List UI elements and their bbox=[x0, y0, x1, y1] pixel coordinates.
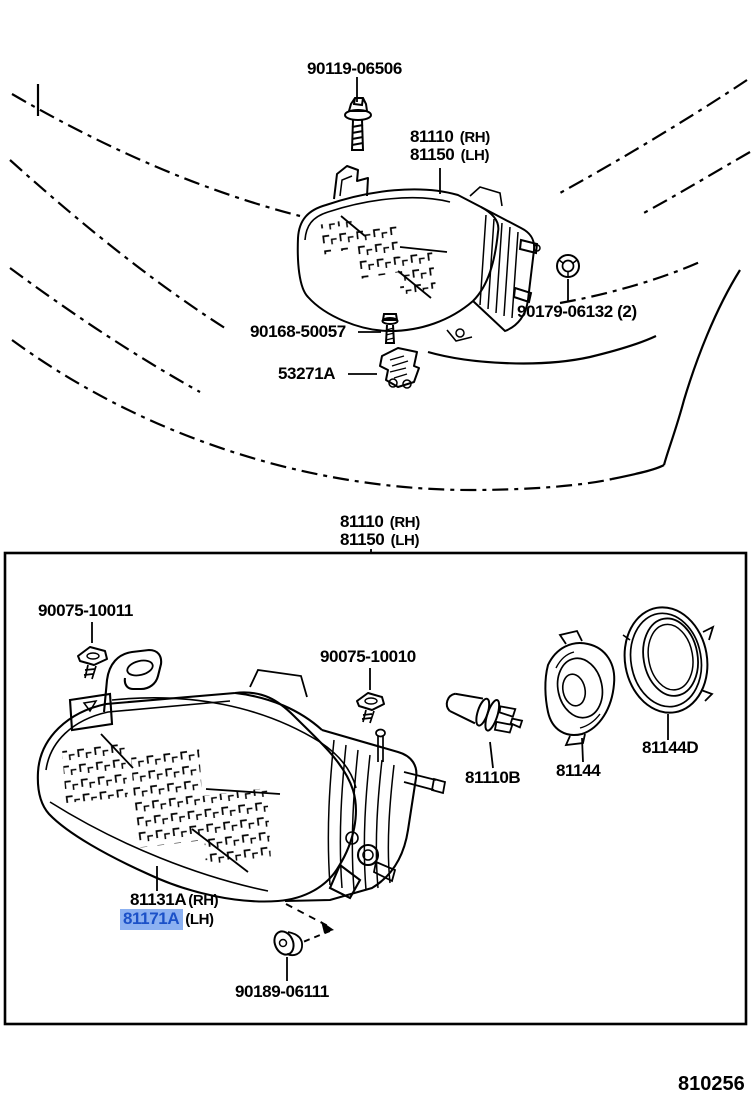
side-qualifier: (RH) bbox=[459, 129, 490, 146]
nut-icon bbox=[556, 254, 580, 301]
side-qualifier: (LH) bbox=[185, 911, 214, 928]
part-label-grommet[interactable]: 90189-06111 bbox=[235, 982, 329, 1001]
headlamp-assembly-box-drawing bbox=[36, 648, 447, 903]
retainer-clip-icon bbox=[348, 347, 420, 389]
part-label-cover[interactable]: 81144D bbox=[642, 738, 699, 757]
part-label-bolt[interactable]: 90119-06506 bbox=[307, 59, 402, 78]
detail-box-border bbox=[3, 549, 748, 1026]
cover-ring-icon bbox=[622, 606, 715, 740]
part-number[interactable]: 81150 bbox=[410, 144, 455, 164]
part-label-screw[interactable]: 90168-50057 bbox=[250, 322, 346, 341]
part-number[interactable]: 81131A bbox=[130, 890, 187, 909]
part-label-lens[interactable]: 81131A(RH) bbox=[130, 890, 219, 909]
part-number[interactable]: 81150 bbox=[340, 529, 385, 549]
socket-icon bbox=[544, 629, 616, 763]
part-label-headlamp-top[interactable]: 81110 (RH) 81150 (LH) bbox=[410, 128, 490, 163]
bulb-icon bbox=[445, 692, 524, 734]
headlamp-assembly-top-drawing bbox=[296, 165, 541, 342]
side-qualifier: (LH) bbox=[390, 531, 420, 549]
box-title-headlamp[interactable]: 81110 (RH) 81150 (LH) bbox=[340, 513, 420, 548]
flange-bolt-icon bbox=[344, 77, 372, 151]
figure-code: 810256 bbox=[678, 1073, 745, 1095]
bulb-leader-line bbox=[489, 741, 494, 769]
part-label-clip-upper[interactable]: 90075-10011 bbox=[38, 601, 133, 620]
clip-upper-icon bbox=[77, 622, 108, 680]
side-qualifier: (RH) bbox=[389, 514, 420, 531]
part-number[interactable]: 81110 bbox=[340, 512, 384, 531]
part-number[interactable]: 81110 bbox=[410, 127, 454, 146]
part-label-socket[interactable]: 81144 bbox=[556, 761, 601, 780]
clip-lower-icon bbox=[356, 668, 385, 724]
side-qualifier: (RH) bbox=[188, 892, 219, 909]
side-qualifier: (LH) bbox=[460, 146, 490, 164]
grommet-icon bbox=[273, 903, 334, 981]
part-label-nut[interactable]: 90179-06132 (2) bbox=[517, 302, 637, 321]
part-label-bulb[interactable]: 81110B bbox=[465, 768, 521, 787]
screw-icon bbox=[358, 313, 399, 344]
fender-sketch-lines bbox=[9, 79, 751, 492]
part-label-trim-highlighted[interactable]: 81171A(LH) bbox=[120, 909, 214, 930]
part-label-retainer[interactable]: 53271A bbox=[278, 364, 336, 383]
highlighted-part-number[interactable]: 81171A bbox=[120, 909, 184, 930]
part-label-clip-lower[interactable]: 90075-10010 bbox=[320, 647, 416, 666]
